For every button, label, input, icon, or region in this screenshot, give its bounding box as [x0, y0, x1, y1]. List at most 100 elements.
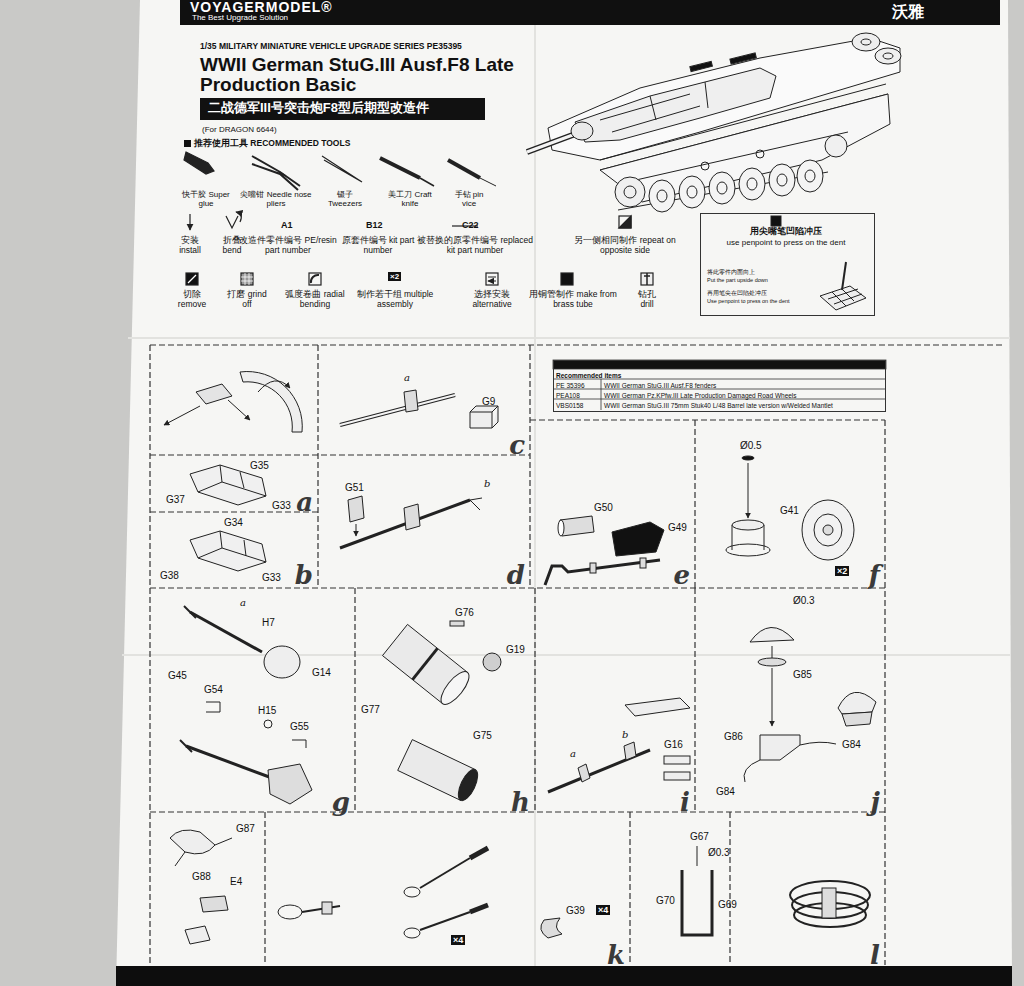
part-number: E4	[230, 876, 242, 888]
part-drawing	[186, 746, 272, 778]
part-drawing	[624, 742, 636, 760]
vehicle-illustration	[709, 172, 735, 204]
symbol-code: A1	[281, 220, 293, 230]
instruction-text: 用尖嘴笔凹陷冲压	[701, 227, 871, 237]
vehicle-illustration	[575, 68, 776, 142]
step-letter: b	[295, 562, 313, 588]
vehicle-illustration	[875, 48, 901, 64]
part-number: G75	[473, 730, 492, 742]
paper-fold	[122, 654, 1010, 656]
legend-symbol	[488, 277, 496, 281]
part-number: b	[484, 478, 490, 490]
table-cell: WWII German StuG.III Ausf.F8 fenders	[604, 381, 716, 390]
step-letter: k	[607, 942, 625, 968]
panel-divider	[264, 812, 265, 965]
legend-text: 原套件编号 kit part number	[340, 236, 416, 256]
legend-text: 安装 install	[173, 236, 207, 256]
part-number: G54	[204, 684, 223, 696]
part-number: G33	[272, 500, 291, 512]
paper-fold	[122, 0, 1010, 966]
step-letter: e	[673, 562, 690, 588]
instruction-text: Use penpoint to press on the dent	[707, 298, 790, 304]
part-drawing	[590, 563, 596, 573]
part-number: G77	[361, 704, 380, 716]
part-drawing	[802, 500, 854, 560]
part-drawing	[268, 764, 312, 804]
part-drawing	[322, 902, 332, 914]
table-cell: PEA108	[556, 391, 580, 400]
tool-icon	[184, 140, 191, 147]
vehicle-illustration	[797, 160, 823, 192]
panel-divider	[534, 588, 535, 812]
panel-divider	[529, 345, 530, 588]
vehicle-illustration	[777, 174, 787, 186]
vehicle-illustration	[571, 122, 593, 140]
vehicle-illustration	[717, 182, 727, 194]
brand-text: The Best Upgrade Solution	[192, 13, 288, 22]
vehicle-illustration	[730, 53, 756, 64]
legend-symbol	[561, 273, 573, 285]
part-drawing	[264, 720, 272, 728]
part-number: G70	[656, 895, 675, 907]
panel-divider	[150, 344, 1005, 345]
multiplier-badge: ×2	[388, 272, 401, 281]
part-drawing	[838, 692, 876, 714]
step-letter: j	[871, 789, 880, 815]
part-drawing	[560, 516, 594, 536]
part-drawing	[814, 514, 842, 546]
vehicle-illustration	[649, 180, 675, 212]
step-panel: f	[695, 420, 885, 585]
part-drawing	[404, 390, 418, 412]
part-number: G69	[718, 899, 737, 911]
part-drawing	[436, 667, 473, 708]
step-panel: g	[150, 588, 355, 812]
panel-divider	[150, 454, 530, 455]
bottom-bar	[116, 966, 1012, 986]
vehicle-illustration	[861, 39, 871, 45]
part-drawing	[164, 406, 200, 425]
part-number: G9	[482, 396, 495, 408]
legend-symbol	[486, 273, 498, 285]
part-drawing	[164, 372, 876, 944]
part-number: G37	[166, 494, 185, 506]
vehicle-illustration	[615, 177, 645, 207]
part-drawing	[175, 838, 232, 866]
panel-divider	[150, 345, 1005, 965]
legend-symbol	[226, 216, 238, 228]
legend-symbol	[641, 273, 653, 285]
dent-illustration	[828, 289, 862, 306]
part-number: G14	[312, 667, 331, 679]
vehicle-illustration	[747, 178, 757, 190]
paper-fold	[534, 0, 536, 966]
panel-divider	[884, 420, 885, 965]
tool-icon	[280, 172, 286, 176]
tool-name: 尖嘴钳 Needle nose pliers	[233, 190, 319, 208]
panel-divider	[354, 588, 355, 812]
vehicle-illustration	[624, 186, 636, 198]
part-drawing	[413, 648, 438, 679]
legend-symbol	[186, 212, 653, 285]
legend-text: 选择安装 alternative	[464, 290, 520, 310]
part-drawing	[190, 612, 262, 652]
part-drawing	[470, 498, 482, 510]
symbol-code: C22	[462, 220, 479, 230]
legend-text: 改造件零件编号 PE/resin part number	[238, 236, 338, 256]
part-number: G41	[780, 505, 799, 517]
paper-fold	[128, 337, 1010, 339]
table-grid	[553, 360, 886, 410]
legend-symbol	[241, 273, 253, 285]
part-drawing	[264, 646, 300, 678]
tool-icon	[448, 160, 480, 178]
part-number: a	[570, 748, 576, 760]
part-drawing	[420, 858, 470, 888]
step-panel: c	[318, 345, 530, 455]
part-drawing	[404, 887, 420, 897]
instruction-text: 再用笔尖在凹陷处冲压	[707, 290, 767, 296]
dent-illustration	[771, 216, 781, 226]
instruction-text: 将此零件内面向上	[707, 269, 755, 275]
part-drawing	[772, 668, 773, 726]
part-drawing	[470, 406, 498, 428]
part-drawing	[640, 558, 646, 568]
brand-text: VOYAGERMODEL®	[190, 0, 333, 15]
